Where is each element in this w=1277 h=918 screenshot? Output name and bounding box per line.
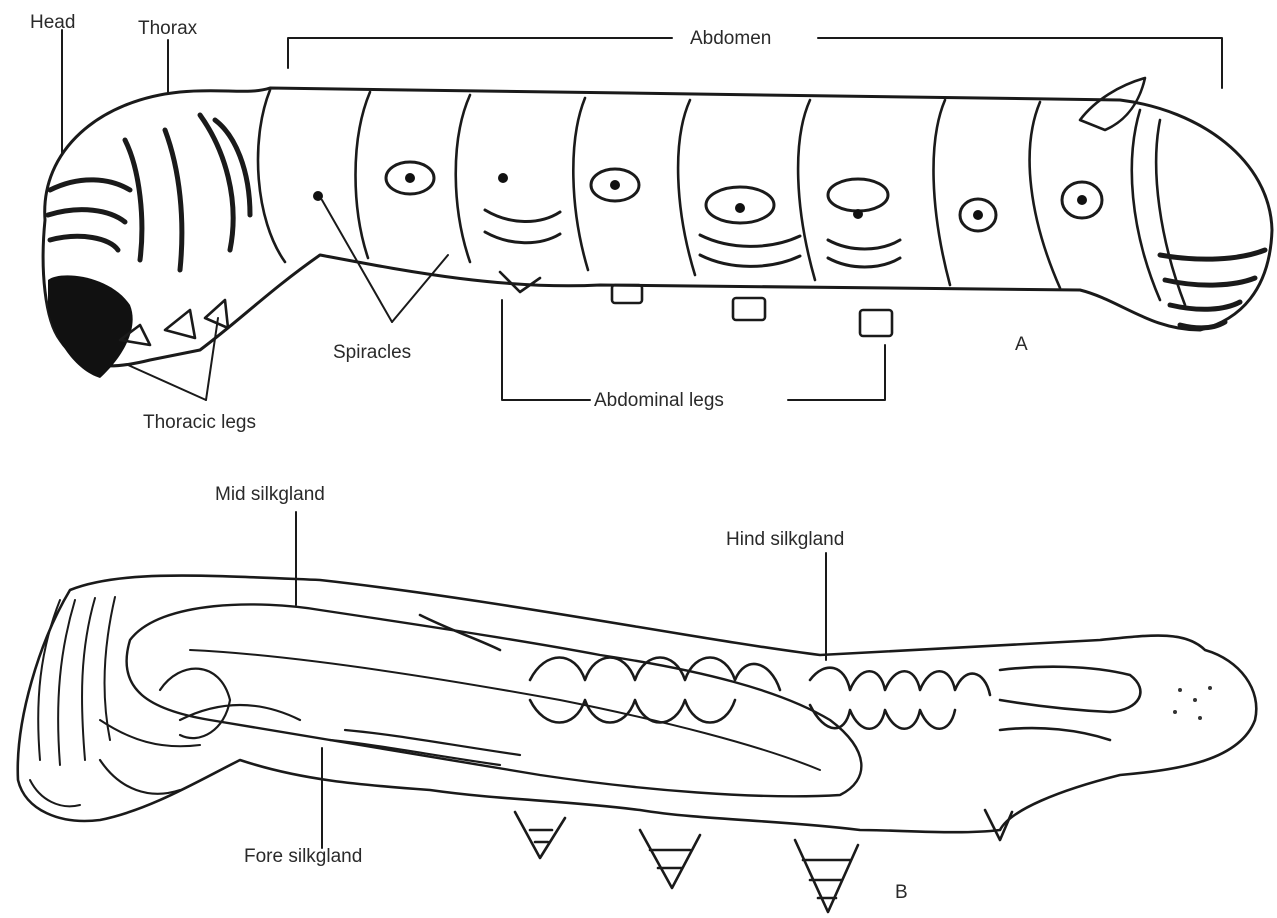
spiracle-dot [498, 173, 508, 183]
label-abdominal-legs: Abdominal legs [594, 390, 724, 411]
spiracle-icon [960, 199, 996, 231]
spiracle-icon [386, 162, 434, 194]
spiracle-icon [591, 169, 639, 201]
posterior-dots [1173, 686, 1212, 720]
label-mid-silkgland: Mid silkgland [215, 484, 325, 505]
label-thorax: Thorax [138, 18, 198, 39]
figure-a-larva: Head Thorax Abdomen Spiracles Thoracic l… [30, 12, 1272, 433]
label-spiracles: Spiracles [333, 342, 411, 363]
prolegs-b [515, 810, 1012, 912]
segment-dividers [258, 90, 1185, 305]
panel-label-b: B [895, 882, 908, 903]
anal-segment-stripes [1160, 250, 1265, 328]
spiracle-icon [1062, 182, 1102, 218]
label-hind-silkgland: Hind silkgland [726, 529, 844, 550]
spiracle-icon [706, 187, 774, 223]
caudal-horn [1080, 78, 1145, 130]
thorax-stripes [48, 115, 250, 270]
head-mouthparts [48, 275, 133, 378]
mid-silkgland-tube [127, 604, 862, 796]
label-head: Head [30, 12, 75, 33]
label-abdomen: Abdomen [690, 28, 771, 49]
abdominal-prolegs [500, 272, 892, 336]
panel-label-a: A [1015, 334, 1028, 355]
spiracle-icon [828, 179, 888, 219]
label-thoracic-legs: Thoracic legs [143, 412, 256, 433]
figure-b-silkglands: Mid silkgland Hind silkgland Fore silkgl… [18, 484, 1257, 912]
spiracle-marks [313, 162, 1102, 267]
thoracic-legs [120, 300, 228, 345]
leader-lines-a [62, 30, 1222, 400]
label-fore-silkgland: Fore silkgland [244, 846, 362, 867]
